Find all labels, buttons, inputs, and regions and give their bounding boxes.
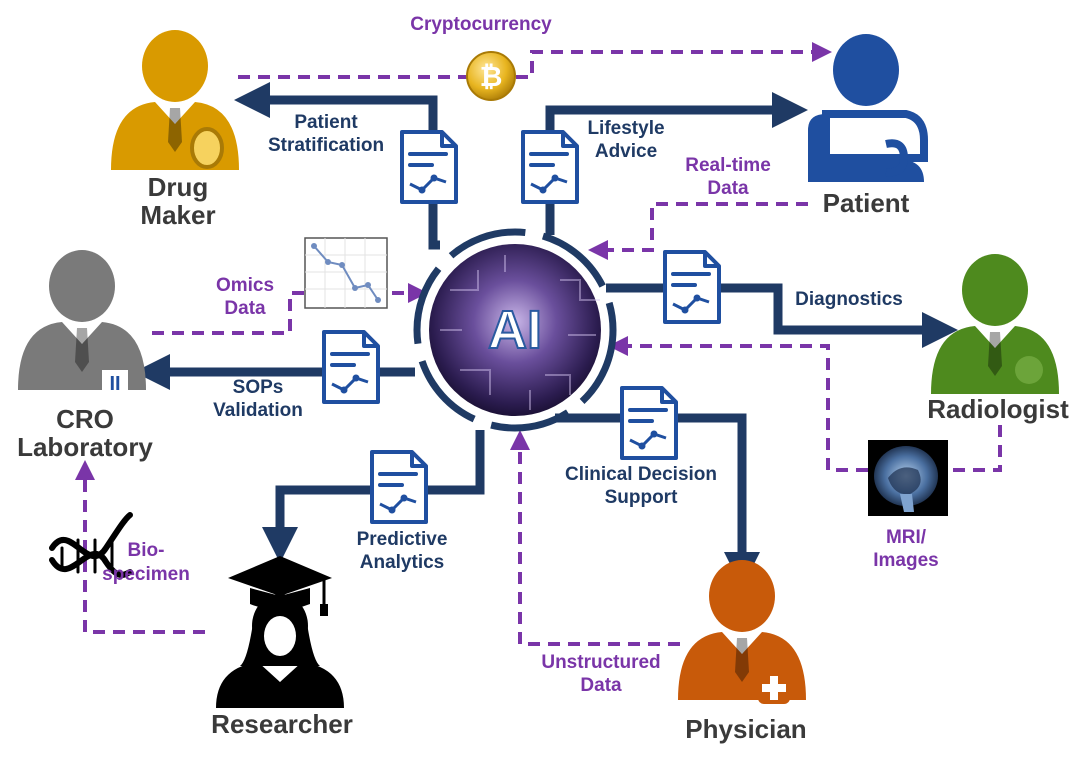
biospecimen-label: Bio- [128, 540, 165, 561]
ai-label: AI [488, 300, 542, 360]
line-chart-thumbnail-icon [304, 237, 388, 309]
radiologist-avatar [931, 254, 1059, 394]
drug-maker-label: Drug [148, 172, 209, 202]
researcher-label: Researcher [211, 709, 353, 739]
arrow-to-physician [555, 413, 760, 588]
report-document-icon-predictive [370, 450, 428, 524]
mri-images-label-2: Images [873, 550, 938, 571]
report-document-icon-sops [322, 330, 380, 404]
biospecimen-label-2: specimen [102, 564, 190, 585]
lifestyle-advice-label-2: Advice [595, 141, 657, 162]
report-document-icon-stratification [400, 130, 458, 204]
radiologist-label: Radiologist [927, 394, 1069, 424]
cro-label-2: Laboratory [17, 432, 153, 462]
patient-stratification-label: Patient [294, 112, 358, 133]
mri-images-label: MRI/ [886, 527, 927, 548]
circuit-pattern [440, 255, 600, 410]
cro-label: CRO [56, 404, 114, 434]
graduation-cap-icon [228, 556, 332, 596]
arrow-biospecimen [75, 460, 205, 634]
realtime-data-label-2: Data [707, 178, 749, 199]
brain-mri-scan-icon [868, 440, 948, 516]
arrow-realtime-data [588, 202, 808, 260]
report-document-icon-diagnostics [663, 250, 721, 324]
researcher-avatar [216, 556, 344, 708]
unstructured-data-label: Unstructured [541, 652, 660, 673]
sops-validation-label-2: Validation [213, 400, 303, 421]
realtime-data-label: Real-time [685, 155, 771, 176]
physician-avatar [678, 560, 806, 704]
sops-validation-label: SOPs [233, 377, 284, 398]
clinical-decision-support-label-2: Support [605, 487, 678, 508]
omics-data-label-2: Data [224, 298, 266, 319]
bitcoin-coin-icon: ₿ [466, 51, 516, 101]
patient-stratification-label-2: Stratification [268, 135, 384, 156]
cro-laboratory-avatar: II [18, 250, 146, 395]
arrow-mri-images-2 [608, 336, 868, 472]
unstructured-data-label-2: Data [580, 675, 622, 696]
predictive-analytics-label-2: Analytics [360, 552, 444, 573]
ai-core-ring [413, 228, 617, 432]
physician-label: Physician [685, 714, 806, 744]
input-arrows [75, 42, 1002, 646]
drug-maker-label-2: Maker [140, 200, 215, 230]
cro-badge: II [109, 373, 120, 395]
patient-avatar [808, 34, 928, 182]
drug-maker-avatar [111, 30, 239, 170]
lifestyle-advice-label: Lifestyle [587, 118, 664, 139]
clinical-decision-support-label: Clinical Decision [565, 464, 717, 485]
ai-core: AI [413, 228, 617, 432]
report-document-icon-clinical [620, 386, 678, 460]
arrow-mri-images [948, 425, 1002, 472]
report-document-icon-lifestyle [521, 130, 579, 204]
omics-data-label: Omics [216, 275, 274, 296]
diagnostics-label: Diagnostics [795, 289, 903, 310]
patient-label: Patient [823, 188, 910, 218]
ai-core-circle [429, 244, 601, 416]
arrow-cryptocurrency-2 [516, 42, 832, 79]
dna-helix-icon [49, 512, 133, 578]
cryptocurrency-label: Cryptocurrency [410, 14, 552, 35]
arrow-unstructured-data [510, 430, 680, 646]
svg-text:₿: ₿ [480, 60, 503, 93]
predictive-analytics-label: Predictive [357, 529, 448, 550]
